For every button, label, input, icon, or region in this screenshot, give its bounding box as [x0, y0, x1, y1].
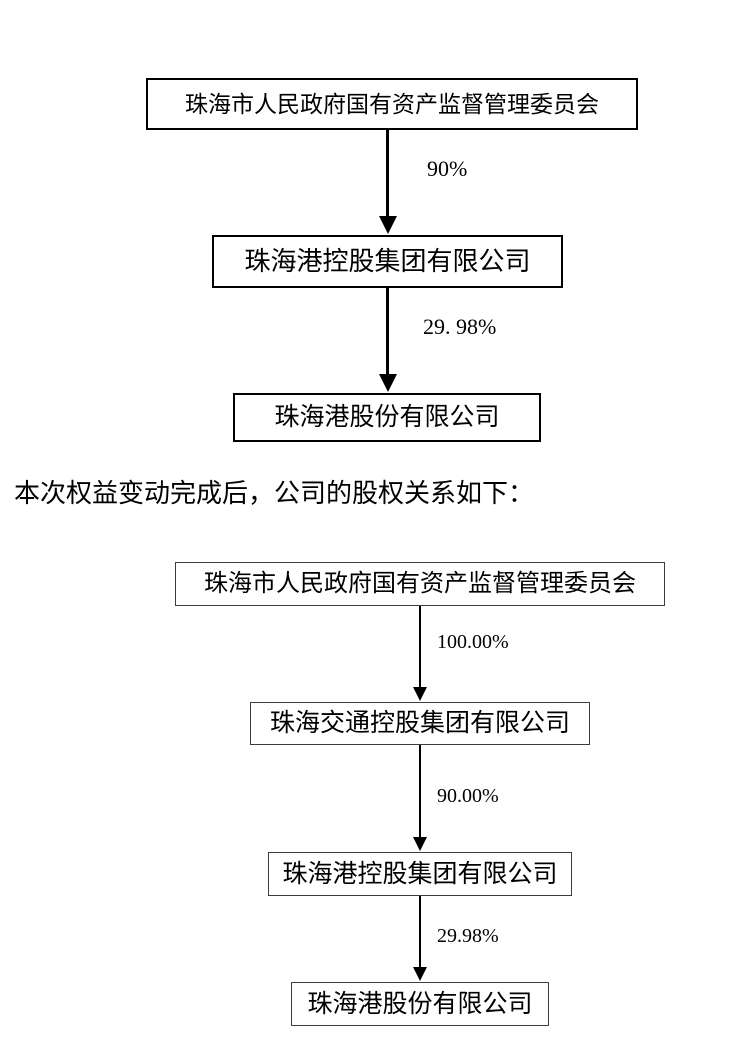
paragraph-text: 本次权益变动完成后，公司的股权关系如下： [14, 479, 535, 508]
node-zhuhai-transport-holdings: 珠海交通控股集团有限公司 [250, 702, 590, 745]
ownership-arrow-line [419, 745, 421, 837]
ownership-percentage-label: 90% [427, 156, 468, 181]
arrow-down-icon [413, 687, 427, 701]
node-zhuhai-port-holdings-before: 珠海港控股集团有限公司 [212, 235, 563, 288]
arrow-down-icon [413, 967, 427, 981]
arrow-down-icon [413, 837, 427, 851]
ownership-percentage-label: 100.00% [437, 631, 509, 653]
node-zhuhai-port-co-after: 珠海港股份有限公司 [291, 982, 549, 1026]
ownership-arrow-line [386, 288, 389, 374]
ownership-percentage-label: 29. 98% [423, 314, 497, 339]
ownership-arrow-line [419, 606, 421, 687]
node-zhuhai-port-co-before: 珠海港股份有限公司 [233, 393, 541, 442]
node-zhuhai-port-holdings-after: 珠海港控股集团有限公司 [268, 852, 572, 896]
arrow-down-icon [379, 374, 397, 392]
ownership-arrow-line [419, 896, 421, 967]
arrow-down-icon [379, 216, 397, 234]
ownership-arrow-line [386, 130, 389, 216]
node-zhuhai-sasac-after: 珠海市人民政府国有资产监督管理委员会 [175, 562, 665, 606]
node-zhuhai-sasac-before: 珠海市人民政府国有资产监督管理委员会 [146, 78, 638, 130]
ownership-percentage-label: 29.98% [437, 925, 499, 947]
ownership-percentage-label: 90.00% [437, 785, 499, 807]
